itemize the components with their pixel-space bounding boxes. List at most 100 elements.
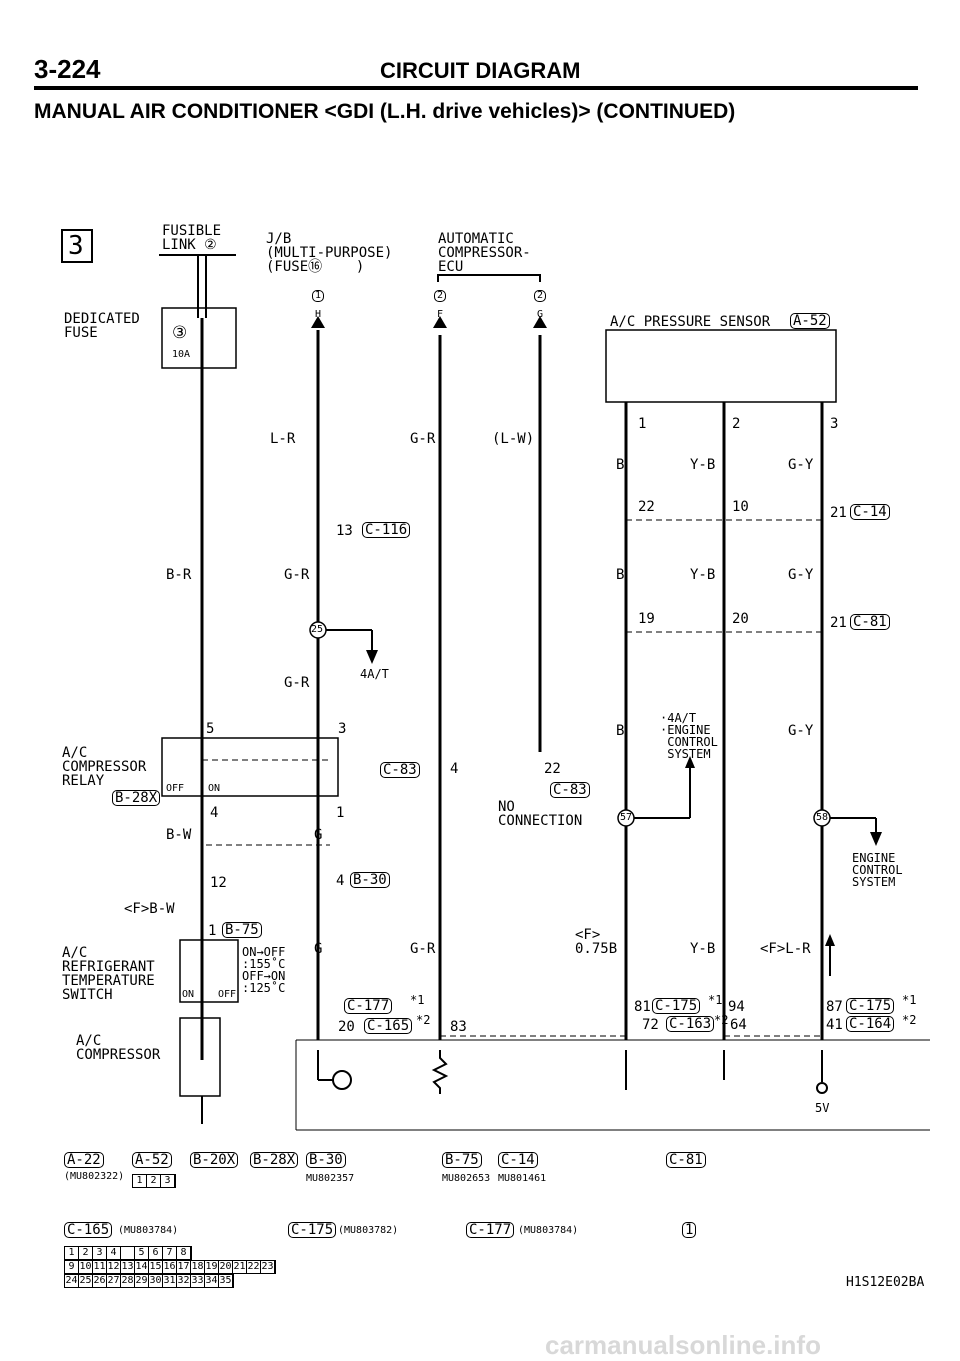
mark-1a: *1 — [708, 993, 723, 1007]
legend-c177-part: (MU803784) — [518, 1225, 579, 1236]
pressure-sensor-title: A/C PRESSURE SENSOR — [610, 314, 771, 330]
engine-note: ·4A/T ·ENGINE CONTROL SYSTEM — [660, 711, 718, 761]
c14-pin-10: 10 — [732, 499, 749, 515]
legend-c165: C-165 — [64, 1222, 113, 1238]
c165-pin: 32 — [177, 1275, 191, 1287]
refrig-pin-1: 1 — [208, 923, 217, 939]
legend-a52: A-52 — [132, 1152, 172, 1168]
c165-pin: 24 — [65, 1275, 79, 1287]
wire-lw: (L-W) — [492, 431, 535, 447]
connector-c175-a: C-175 — [652, 998, 701, 1014]
wire-bw: B-W — [166, 827, 192, 843]
c165-pin: 29 — [135, 1275, 149, 1287]
c165-pin: 19 — [205, 1261, 219, 1273]
c165-pin: 7 — [163, 1247, 177, 1259]
wire-gy-3: G-Y — [788, 723, 814, 739]
relay-pin-4: 4 — [210, 805, 219, 821]
c165-pin: 4 — [107, 1247, 121, 1259]
refrig-spec: ON→OFF :155˚C OFF→ON :125˚C — [242, 945, 286, 995]
c165-pin: 34 — [205, 1275, 219, 1287]
sensor-pin-3: 3 — [830, 416, 839, 432]
wire-b-2: B — [616, 567, 625, 583]
ecu-pin-22: 22 — [544, 761, 561, 777]
wire-yb-1: Y-B — [690, 457, 716, 473]
legend-b20x: B-20X — [190, 1152, 239, 1168]
wire-gy-2: G-Y — [788, 567, 814, 583]
joint-mark-1: *1 — [410, 993, 425, 1007]
connector-c177: C-177 — [344, 998, 393, 1014]
relay-pin-5: 5 — [206, 721, 215, 737]
c165-pin: 17 — [177, 1261, 191, 1273]
node-25: 25 — [311, 624, 324, 635]
refrig-on: ON — [182, 989, 195, 1000]
c81-pin-21: 21 — [830, 615, 847, 631]
c14-pin-21: 21 — [830, 505, 847, 521]
sensor-pin-2: 2 — [732, 416, 741, 432]
relay-pin-1: 1 — [336, 805, 345, 821]
page-subtitle: MANUAL AIR CONDITIONER <GDI (L.H. drive … — [34, 100, 736, 123]
c81-pin-19: 19 — [638, 611, 655, 627]
c165-pin: 12 — [107, 1261, 121, 1273]
wire-fbw: <F>B-W — [124, 901, 175, 917]
legend-c81: C-81 — [666, 1152, 706, 1168]
dedicated-fuse-label: DEDICATED FUSE — [64, 311, 140, 341]
c165-pin: 16 — [163, 1261, 177, 1273]
wire-lr-jb: L-R — [270, 431, 296, 447]
connector-c81: C-81 — [850, 614, 890, 630]
c165-pin: 11 — [93, 1261, 107, 1273]
legend-a22-part: (MU802322) — [64, 1171, 125, 1182]
c165-pin: 3 — [93, 1247, 107, 1259]
wire-075b: <F> 0.75B — [575, 927, 618, 957]
c165-pin: 8 — [177, 1247, 191, 1259]
mark-2b: *2 — [902, 1013, 917, 1027]
c165-pin: 2 — [79, 1247, 93, 1259]
pin-h: H — [315, 309, 322, 320]
refrig-switch-label: A/C REFRIGERANT TEMPERATURE SWITCH — [62, 945, 155, 1003]
c165-pin: 14 — [135, 1261, 149, 1273]
wire-yb-3: Y-B — [690, 941, 716, 957]
wire-gr-4: G-R — [410, 941, 436, 957]
wire-yb-2: Y-B — [690, 567, 716, 583]
c165-pin: 9 — [65, 1261, 79, 1273]
legend-b75-part: MU802653 — [442, 1173, 491, 1184]
header-rule — [34, 86, 918, 90]
five-volt: 5V — [815, 1101, 830, 1115]
jb-box-label: 1 — [312, 290, 325, 302]
connector-b28x: B-28X — [112, 790, 161, 806]
legend-c177: C-177 — [466, 1222, 515, 1238]
c14-pin-22: 22 — [638, 499, 655, 515]
c165-pin: 5 — [135, 1247, 149, 1259]
relay-off: OFF — [166, 783, 185, 794]
wire-gy-1: G-Y — [788, 457, 814, 473]
c165-pin: 10 — [79, 1261, 93, 1273]
node-58: 58 — [816, 812, 829, 823]
legend-b75: B-75 — [442, 1152, 482, 1168]
legend-c14-part: MU801461 — [498, 1173, 547, 1184]
relay-on: ON — [208, 783, 221, 794]
pin-41: 41 — [826, 1017, 843, 1033]
c165-pin: 23 — [261, 1261, 275, 1273]
pin-20: 20 — [338, 1019, 355, 1035]
legend-a52-pins: 1 2 3 — [132, 1174, 176, 1188]
ecu-pin-4: 4 — [450, 761, 459, 777]
wire-g: G — [314, 827, 323, 843]
a52-pin: 1 — [133, 1175, 147, 1187]
a52-pin: 3 — [161, 1175, 175, 1187]
c165-pin: 35 — [219, 1275, 233, 1287]
a52-pin: 2 — [147, 1175, 161, 1187]
legend-1: 1 — [682, 1222, 697, 1238]
pin-13: 13 — [336, 523, 353, 539]
wire-gr-2: G-R — [284, 567, 310, 583]
legend-c165-row1: 1 2 3 4 5 6 7 8 — [64, 1246, 192, 1260]
connector-c116: C-116 — [362, 522, 411, 538]
c81-pin-20: 20 — [732, 611, 749, 627]
legend-b30: B-30 — [306, 1152, 346, 1168]
legend-c165-part: (MU803784) — [118, 1225, 179, 1236]
relay-pin-3: 3 — [338, 721, 347, 737]
c165-pin: 21 — [233, 1261, 247, 1273]
fuse-rating: 10A — [172, 349, 191, 360]
pin-f: F — [437, 309, 444, 320]
connector-c83-b: C-83 — [550, 782, 590, 798]
connector-c165: C-165 — [364, 1018, 413, 1034]
